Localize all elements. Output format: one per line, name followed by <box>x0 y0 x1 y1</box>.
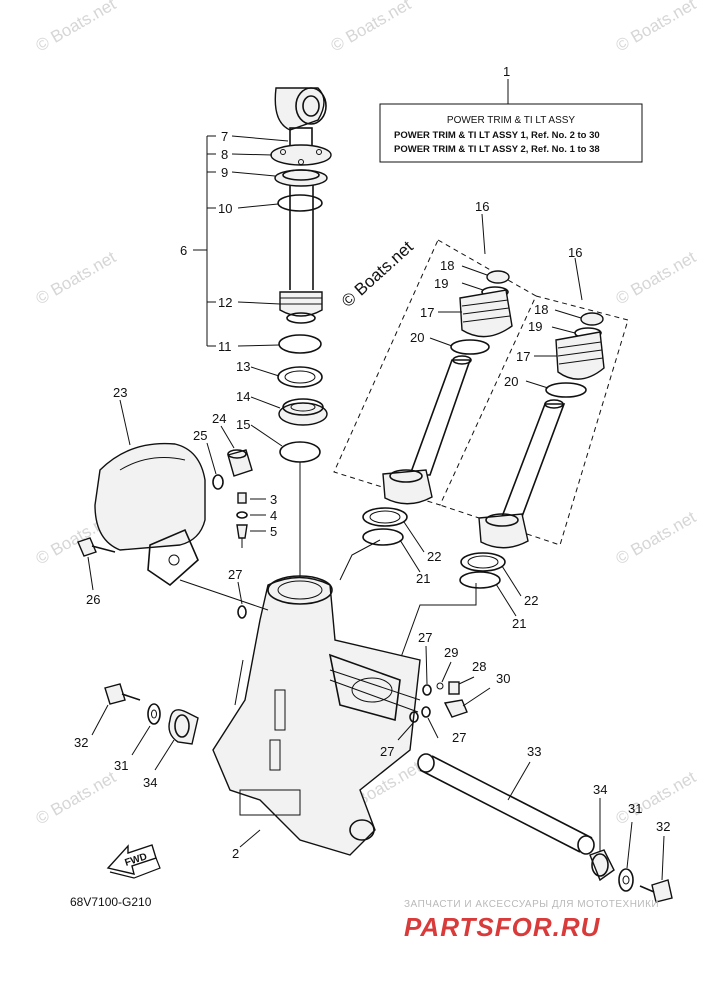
watermark: © Boats.net <box>613 247 700 308</box>
part-number-2: 2 <box>232 846 239 861</box>
watermark: © Boats.net <box>33 0 120 55</box>
brand-footer: ЗАПЧАСТИ И АКСЕССУАРЫ ДЛЯ МОТОТЕХНИКИ PA… <box>404 899 659 942</box>
part-number-29: 29 <box>444 645 458 660</box>
alignment-lines <box>339 539 477 661</box>
trim-ram-right <box>459 312 605 589</box>
part-number-31-left: 31 <box>114 758 128 773</box>
fwd-arrow-icon: FWD <box>106 844 161 879</box>
part-number-24: 24 <box>212 411 226 426</box>
info-box-title: POWER TRIM & TI LT ASSY <box>447 115 576 126</box>
part-number-32-right: 32 <box>656 819 670 834</box>
info-box-line-2: POWER TRIM & TI LT ASSY 2, Ref. No. 1 to… <box>394 144 600 155</box>
part-number-5: 5 <box>270 524 277 539</box>
part-number-16-left: 16 <box>475 199 489 214</box>
part-number-6: 6 <box>180 243 187 258</box>
part-number-28: 28 <box>472 659 486 674</box>
part-number-8: 8 <box>221 147 228 162</box>
brand-tagline: ЗАПЧАСТИ И АКСЕССУАРЫ ДЛЯ МОТОТЕХНИКИ <box>404 899 659 910</box>
part-number-21-right: 21 <box>512 616 526 631</box>
tilt-shaft-33 <box>417 753 673 903</box>
cover-23 <box>94 399 206 587</box>
part-number-27-a: 27 <box>228 567 242 582</box>
part-number-23: 23 <box>113 385 127 400</box>
part-number-14: 14 <box>236 389 250 404</box>
part-number-17-right: 17 <box>516 349 530 364</box>
bolt-26 <box>77 537 116 591</box>
part-number-13: 13 <box>236 359 250 374</box>
watermark: © Boats.net <box>33 247 120 308</box>
watermark: © Boats.net <box>613 507 700 568</box>
part-number-21-left: 21 <box>416 571 430 586</box>
group-bracket-6 <box>193 135 289 447</box>
small-parts <box>206 425 266 548</box>
part-number-18-left: 18 <box>440 258 454 273</box>
cylinder-body-2 <box>179 575 491 856</box>
info-box-line-1: POWER TRIM & TI LT ASSY 1, Ref. No. 2 to… <box>394 130 600 141</box>
part-number-labels: 1 2 3 4 5 6 7 8 9 10 11 12 13 14 15 16 1… <box>74 64 670 861</box>
part-number-33: 33 <box>527 744 541 759</box>
diagram-code: 68V7100-G210 <box>70 895 152 909</box>
part-number-17-left: 17 <box>420 305 434 320</box>
part-number-31-right: 31 <box>628 801 642 816</box>
part-number-1: 1 <box>503 64 510 79</box>
tilt-ram-assembly <box>270 87 332 580</box>
brand-logo: PARTSFOR.RU <box>404 912 601 942</box>
part-number-34-right: 34 <box>593 782 607 797</box>
assembly-info-box: POWER TRIM & TI LT ASSY POWER TRIM & TI … <box>379 79 643 163</box>
part-number-34-left: 34 <box>143 775 157 790</box>
part-number-18-right: 18 <box>534 302 548 317</box>
part-number-11: 11 <box>218 339 232 354</box>
part-number-22-left: 22 <box>427 549 441 564</box>
watermark-dark: © Boats.net <box>338 237 417 311</box>
watermark: © Boats.net <box>613 0 700 55</box>
part-number-12: 12 <box>218 295 232 310</box>
part-number-19-right: 19 <box>528 319 542 334</box>
watermark: © Boats.net <box>33 767 120 828</box>
part-number-26: 26 <box>86 592 100 607</box>
part-number-20-right: 20 <box>504 374 518 389</box>
part-number-20-left: 20 <box>410 330 424 345</box>
part-number-3: 3 <box>270 492 277 507</box>
part-number-27-d: 27 <box>452 730 466 745</box>
part-number-22-right: 22 <box>524 593 538 608</box>
part-number-4: 4 <box>270 508 277 523</box>
part-number-19-left: 19 <box>434 276 448 291</box>
kit-leaders <box>399 265 582 617</box>
part-number-30: 30 <box>496 671 510 686</box>
part-number-25: 25 <box>193 428 207 443</box>
left-fasteners <box>91 683 199 771</box>
part-number-32-left: 32 <box>74 735 88 750</box>
part-number-27-c: 27 <box>380 744 394 759</box>
part-number-7: 7 <box>221 129 228 144</box>
watermark: © Boats.net <box>328 0 415 55</box>
trim-ram-left <box>362 270 513 546</box>
part-number-27-b: 27 <box>418 630 432 645</box>
part-number-9: 9 <box>221 165 228 180</box>
part-number-15: 15 <box>236 417 250 432</box>
part-number-16-right: 16 <box>568 245 582 260</box>
part-number-10: 10 <box>218 201 232 216</box>
